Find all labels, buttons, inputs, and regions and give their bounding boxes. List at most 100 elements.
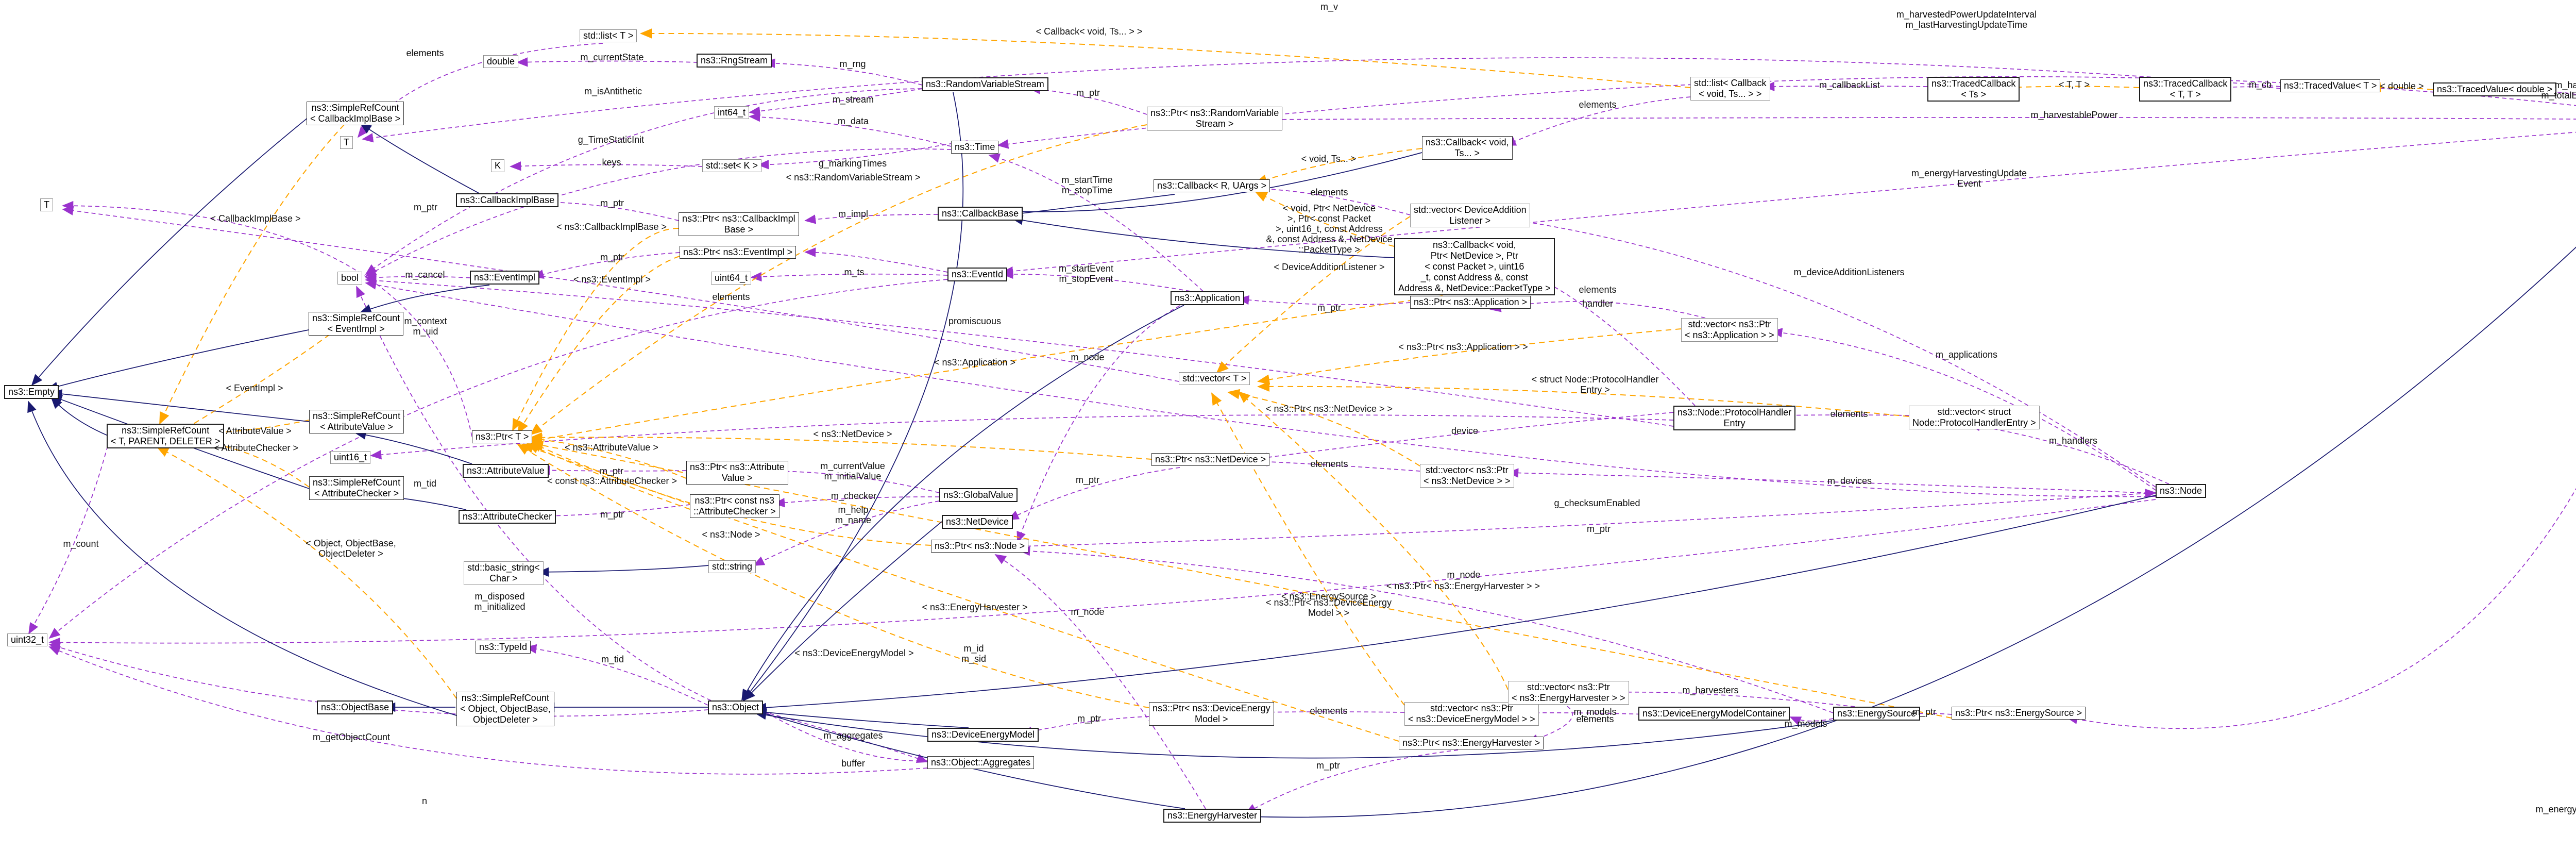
node-energyharvester[interactable]: ns3::EnergyHarvester <box>1163 809 1262 823</box>
node-tracedvalue-double[interactable]: ns3::TracedValue< double > <box>2433 82 2557 96</box>
node-empty[interactable]: ns3::Empty <box>4 385 59 399</box>
node-src-object[interactable]: ns3::SimpleRefCount < Object, ObjectBase… <box>456 692 554 726</box>
node-aggregates[interactable]: ns3::Object::Aggregates <box>927 756 1035 769</box>
inheritance-edge <box>1011 215 1395 258</box>
edge-label: < double > <box>2380 81 2424 91</box>
usage-edge <box>1029 85 1147 115</box>
edge-label: elements <box>1310 706 1348 716</box>
node-src-tpd[interactable]: ns3::SimpleRefCount < T, PARENT, DELETER… <box>107 424 225 448</box>
edge-label: m_startEvent m_stopEvent <box>1058 263 1114 284</box>
node-rngstream[interactable]: ns3::RngStream <box>697 54 772 68</box>
node-dem[interactable]: ns3::DeviceEnergyModel <box>927 728 1039 742</box>
node-node[interactable]: ns3::Node <box>2156 484 2207 498</box>
node-src-attributevalue[interactable]: ns3::SimpleRefCount < AttributeValue > <box>309 410 404 433</box>
node-src-callbackimplbase[interactable]: ns3::SimpleRefCount < CallbackImplBase > <box>307 102 404 125</box>
edge-label: m_node <box>1071 352 1105 362</box>
node-ptr-callbackimplbase[interactable]: ns3::Ptr< ns3::CallbackImpl Base > <box>679 212 799 236</box>
edge-label: device <box>1451 426 1479 436</box>
edge-label: m_ptr <box>1912 707 1937 717</box>
template-edge <box>530 434 687 479</box>
edge-label: < ns3::Application > <box>934 357 1016 368</box>
node-protocolhandlerentry[interactable]: ns3::Node::ProtocolHandler Entry <box>1673 406 1796 430</box>
node-rvs[interactable]: ns3::RandomVariableStream <box>922 77 1048 91</box>
node-ptr-application[interactable]: ns3::Ptr< ns3::Application > <box>1410 296 1531 309</box>
node-application[interactable]: ns3::Application <box>1171 291 1245 305</box>
node-ptr-dem[interactable]: ns3::Ptr< ns3::DeviceEnergy Model > <box>1149 702 1274 726</box>
node-netdevice[interactable]: ns3::NetDevice <box>942 515 1013 529</box>
edge-label: elements <box>1579 99 1617 110</box>
node-vec-protocolhandlerentry: std::vector< struct Node::ProtocolHandle… <box>1909 406 2040 429</box>
template-edge <box>531 440 1952 719</box>
node-tracedcb-tt[interactable]: ns3::TracedCallback < T, T > <box>2139 77 2232 102</box>
usage-edge <box>1255 183 1411 215</box>
edge-label: m_disposed m_initialized <box>474 591 526 612</box>
usage-edge <box>365 280 2156 497</box>
inheritance-edge <box>743 521 942 701</box>
edge-label: elements <box>406 48 444 58</box>
node-big-callback[interactable]: ns3::Callback< void, Ptr< NetDevice >, P… <box>1394 238 1555 295</box>
usage-edge <box>1763 81 1928 91</box>
node-ptr-node[interactable]: ns3::Ptr< ns3::Node > <box>931 540 1029 553</box>
node-tracedvalue-t[interactable]: ns3::TracedValue< T > <box>2280 79 2381 92</box>
usage-edge <box>48 499 2156 647</box>
usage-edge <box>749 88 923 116</box>
node-object[interactable]: ns3::Object <box>708 700 764 714</box>
edge-label: m_callbackList <box>1819 80 1880 90</box>
usage-edge <box>525 644 708 706</box>
edge-label: elements <box>712 292 750 302</box>
edge-label: g_checksumEnabled <box>1554 498 1640 508</box>
inheritance-edge <box>1011 152 1422 216</box>
node-ptr-eh[interactable]: ns3::Ptr< ns3::EnergyHarvester > <box>1399 737 1544 749</box>
edge-label: m_tid <box>601 654 624 664</box>
node-eventimpl[interactable]: ns3::EventImpl <box>470 271 540 285</box>
node-tracedcb-ts[interactable]: ns3::TracedCallback < Ts > <box>1927 77 2020 102</box>
inheritance-edge <box>741 305 1184 701</box>
edge-label: < ns3::Ptr< ns3::NetDevice > > <box>1265 404 1393 414</box>
node-typeid[interactable]: ns3::TypeId <box>476 641 531 654</box>
node-std-set-k: std::set< K > <box>702 159 762 172</box>
usage-edge <box>62 201 472 437</box>
edge-label: elements <box>1576 714 1614 724</box>
node-bool: bool <box>337 272 363 285</box>
node-cb-void-ts[interactable]: ns3::Callback< void, Ts... > <box>1422 136 1513 160</box>
usage-edge <box>1771 328 2156 491</box>
node-src-eventimpl[interactable]: ns3::SimpleRefCount < EventImpl > <box>309 312 404 336</box>
edge-label: < ns3::DeviceEnergyModel > <box>794 648 914 658</box>
node-energysource[interactable]: ns3::EnergySource <box>1833 707 1921 721</box>
edge-label: m_ts <box>844 267 865 277</box>
node-ptr-attributevalue[interactable]: ns3::Ptr< ns3::Attribute Value > <box>686 461 788 485</box>
node-ptr-eventimpl[interactable]: ns3::Ptr< ns3::EventImpl > <box>680 246 796 259</box>
inheritance-edge <box>755 710 1834 759</box>
usage-edge <box>1263 114 2576 125</box>
usage-edge <box>755 706 928 762</box>
node-src-attributechecker[interactable]: ns3::SimpleRefCount < AttributeChecker > <box>309 476 404 500</box>
node-ptr-const-attributechecker[interactable]: ns3::Ptr< const ns3 ::AttributeChecker > <box>690 494 779 518</box>
node-callbackbase[interactable]: ns3::CallbackBase <box>938 207 1023 221</box>
node-cb-r-uargs[interactable]: ns3::Callback< R, UArgs > <box>1154 179 1270 192</box>
edge-label: < void, Ptr< NetDevice >, Ptr< const Pac… <box>1266 203 1393 255</box>
node-eventid[interactable]: ns3::EventId <box>947 268 1008 281</box>
node-ptr-t[interactable]: ns3::Ptr< T > <box>472 430 533 443</box>
usage-edge <box>1527 702 1573 744</box>
usage-edge <box>1002 131 2576 276</box>
node-ptr-rvs[interactable]: ns3::Ptr< ns3::RandomVariable Stream > <box>1147 107 1283 130</box>
node-globalvalue[interactable]: ns3::GlobalValue <box>939 488 1018 502</box>
edge-label: m_cb <box>2248 79 2272 90</box>
template-edge <box>527 295 1443 445</box>
inheritance-edge <box>31 117 309 386</box>
edge-label: g_markingTimes <box>818 158 887 169</box>
node-attributechecker[interactable]: ns3::AttributeChecker <box>459 510 556 524</box>
edge-label: < ns3::CallbackImplBase > <box>556 222 667 232</box>
usage-edge <box>2066 488 2576 729</box>
edge-label: m_cancel <box>405 270 445 280</box>
template-edge <box>530 432 1152 460</box>
node-demcontainer[interactable]: ns3::DeviceEnergyModelContainer <box>1638 707 1790 721</box>
node-time[interactable]: ns3::Time <box>951 141 999 154</box>
node-ptr-energysource[interactable]: ns3::Ptr< ns3::EnergySource > <box>1952 707 2086 720</box>
node-attributevalue[interactable]: ns3::AttributeValue <box>463 464 549 478</box>
usage-edge <box>1489 301 1706 319</box>
node-callbackimplbase[interactable]: ns3::CallbackImplBase <box>456 193 559 207</box>
edge-label: < ns3::EnergySource > <box>1281 591 1377 602</box>
node-objectbase[interactable]: ns3::ObjectBase <box>317 700 394 714</box>
node-ptr-netdevice[interactable]: ns3::Ptr< ns3::NetDevice > <box>1151 453 1270 466</box>
